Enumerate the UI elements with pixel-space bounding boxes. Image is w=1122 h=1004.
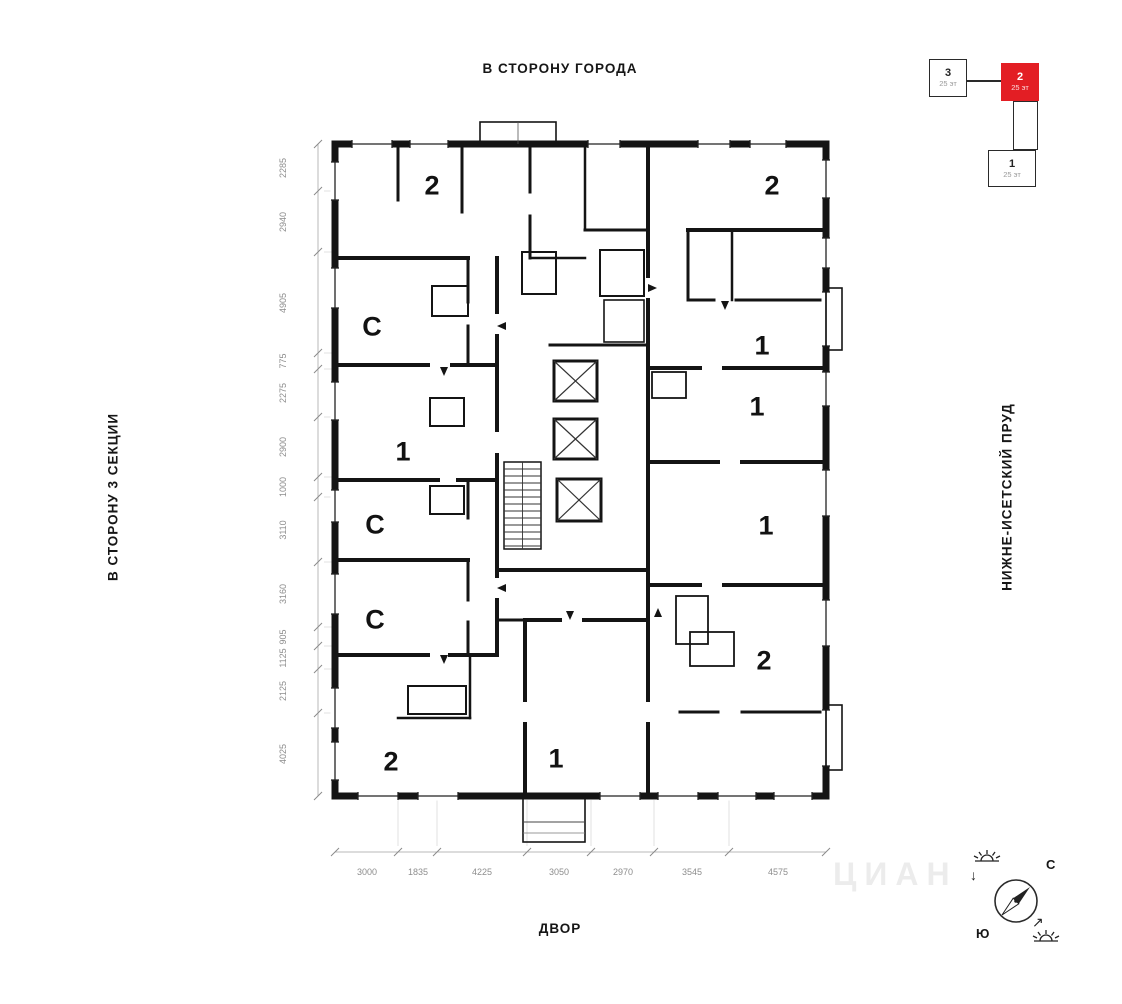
section-floors: 25 эт [1011, 83, 1029, 92]
dimension-label-bottom: 3000 [356, 867, 378, 877]
section-2-button[interactable]: 2 25 эт [1001, 63, 1039, 101]
apartment-type-label[interactable]: 2 [424, 170, 440, 201]
compass-north-label: С [1046, 857, 1056, 872]
section-1-button[interactable]: 1 25 эт [988, 150, 1036, 187]
dimension-label-bottom: 3545 [681, 867, 703, 877]
section-number: 3 [944, 67, 952, 80]
watermark: ЦИАН [833, 856, 958, 892]
apartment-type-label[interactable]: 1 [758, 510, 774, 541]
dimension-label-left: 1125 [278, 648, 288, 668]
apartment-type-label[interactable]: 1 [395, 436, 411, 467]
section-floors: 25 эт [939, 79, 957, 88]
sunset-sun-icon [973, 850, 1001, 862]
dimension-label-left: 3160 [278, 583, 288, 605]
section-stem [1013, 101, 1038, 150]
dimension-label-left: 905 [278, 629, 288, 645]
apartment-type-label[interactable]: 1 [548, 743, 564, 774]
dimension-label-left: 2275 [278, 382, 288, 404]
dimension-label-left: 4905 [278, 292, 288, 314]
section-number: 1 [1008, 157, 1016, 170]
dimension-label-bottom: 4225 [471, 867, 493, 877]
compass-pivot [1014, 899, 1018, 903]
dimension-label-left: 4025 [278, 743, 288, 765]
dimension-label-bottom: 4575 [767, 867, 789, 877]
dimension-label-left: 2900 [278, 436, 288, 458]
apartment-type-label[interactable]: 1 [749, 391, 765, 422]
sunrise-arrow-icon: ↗ [1032, 914, 1044, 930]
compass-south-label: Ю [976, 926, 989, 941]
dimension-label-left: 2285 [278, 157, 288, 179]
apartment-type-label[interactable]: 2 [383, 746, 399, 777]
section-3-button[interactable]: 3 25 эт [929, 59, 967, 97]
apartment-type-label[interactable]: 2 [756, 645, 772, 676]
direction-label-section3: В СТОРОНУ 3 СЕКЦИИ [105, 412, 121, 582]
dimension-label-left: 3110 [278, 520, 288, 540]
dimension-label-left: 1000 [278, 476, 288, 498]
apartment-type-label[interactable]: 2 [764, 170, 780, 201]
apartment-type-label[interactable]: С [365, 509, 385, 540]
section-connector-line [967, 80, 1001, 82]
direction-label-yard: ДВОР [538, 921, 582, 936]
dimension-label-bottom: 1835 [407, 867, 429, 877]
direction-label-pond: НИЖНЕ-ИСЕТСКИЙ ПРУД [999, 403, 1015, 591]
section-floors: 25 эт [1003, 169, 1021, 179]
compass-icon: ↓ ↗ С Ю [970, 850, 1060, 942]
dimension-label-bottom: 3050 [548, 867, 570, 877]
sunrise-sun-icon [1032, 930, 1060, 942]
section-number: 2 [1016, 71, 1024, 84]
dimension-label-left: 775 [278, 353, 288, 369]
dimension-label-left: 2125 [278, 680, 288, 702]
dimension-label-bottom: 2970 [612, 867, 634, 877]
apartment-type-label[interactable]: С [365, 604, 385, 635]
dimension-label-left: 2940 [278, 211, 288, 233]
sunset-arrow-icon: ↓ [970, 867, 977, 883]
direction-label-city: В СТОРОНУ ГОРОДА [482, 61, 638, 76]
apartment-type-label[interactable]: 1 [754, 330, 770, 361]
compass-needle-north [1013, 887, 1030, 904]
apartment-type-label[interactable]: С [362, 311, 382, 342]
